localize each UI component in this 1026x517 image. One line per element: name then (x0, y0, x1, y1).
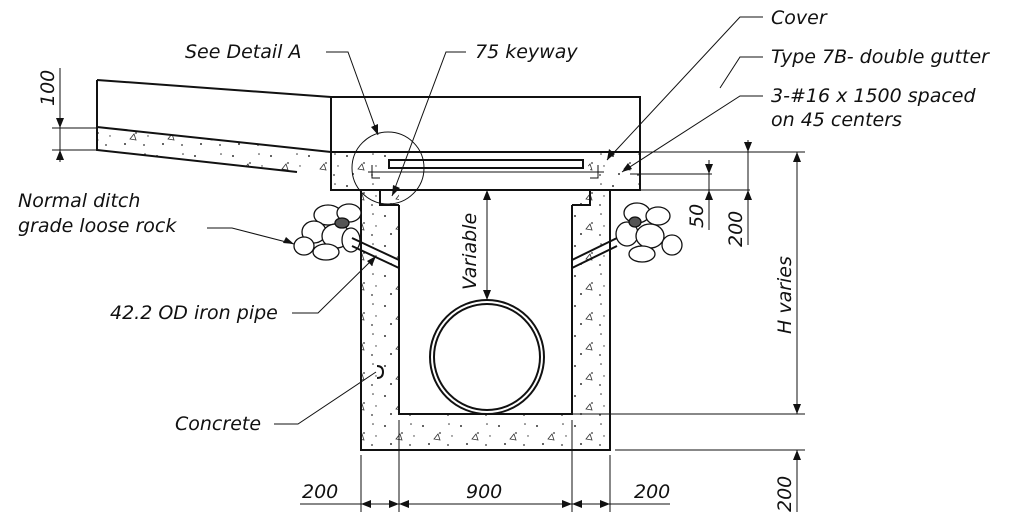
right-wall-width-value: 200 (634, 481, 670, 503)
rebar-leader (621, 95, 763, 173)
slab-thickness-value: 100 (37, 70, 59, 106)
gutter-hatch-right (583, 152, 640, 190)
rock-label-line1: Normal ditch (18, 190, 140, 212)
culvert-pipe-inner (433, 303, 541, 411)
cover-grate (388, 159, 584, 169)
keyway-leader (391, 51, 466, 197)
culvert-pipe-outer (429, 299, 545, 415)
approach-slab-hatch (97, 127, 331, 172)
keyway-depth-value: 50 (686, 204, 708, 228)
h-varies-label: H varies (774, 256, 796, 334)
cover-frame-right (590, 165, 599, 179)
rebar-label-line2: on 45 centers (771, 109, 902, 131)
cover-leader (606, 16, 763, 161)
pipe-leader (292, 255, 377, 314)
detail-a-circle (351, 131, 425, 205)
see-detail-leader (326, 51, 379, 136)
concrete-label: Concrete (175, 413, 261, 435)
base-thickness-value: 200 (774, 476, 796, 512)
interior-width-value: 900 (466, 481, 502, 503)
trench-outer-outline (360, 190, 611, 451)
left-wall-width-value: 200 (302, 481, 338, 503)
gutter-hatch-left (331, 152, 389, 190)
right-concrete-wall (572, 190, 610, 450)
loose-rock-left (293, 203, 362, 261)
gutter-leader (719, 56, 763, 89)
rebar-hook (376, 365, 385, 379)
rebar-label-line1: 3-#16 x 1500 spaced (771, 85, 976, 107)
keyway-label: 75 keyway (475, 41, 578, 63)
cover-frame-left (371, 165, 380, 179)
gutter-depth-value: 200 (725, 211, 747, 247)
cover-label: Cover (771, 7, 828, 29)
concrete-base (399, 414, 572, 450)
see-detail-label: See Detail A (185, 41, 302, 63)
loose-rock-right (615, 202, 683, 263)
keyway-left (361, 189, 399, 206)
left-concrete-wall (361, 190, 399, 450)
variable-label: Variable (459, 213, 481, 290)
pipe-label: 42.2 OD iron pipe (110, 302, 278, 324)
channel-inner-outline (398, 205, 573, 415)
concrete-leader (274, 371, 377, 425)
rock-leader (207, 227, 295, 245)
iron-pipe-right (571, 237, 618, 269)
gutter-outline (330, 96, 641, 191)
gutter-label: Type 7B- double gutter (771, 46, 990, 68)
keyway-right (572, 189, 610, 206)
rock-label-line2: grade loose rock (18, 215, 177, 237)
